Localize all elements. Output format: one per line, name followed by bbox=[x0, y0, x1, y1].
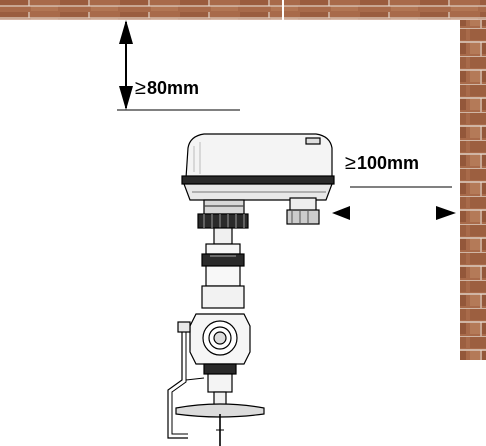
greater-equal-symbol: ≥ bbox=[345, 152, 356, 174]
top-clearance-arrow bbox=[117, 20, 240, 111]
valve-body bbox=[167, 227, 265, 446]
side-clearance-arrow bbox=[332, 186, 456, 220]
side-clearance-value: 100mm bbox=[356, 153, 420, 173]
ceiling-wall bbox=[0, 0, 486, 21]
greater-equal-symbol: ≥ bbox=[135, 77, 146, 99]
side-wall bbox=[460, 20, 486, 360]
side-clearance-label: ≥100mm bbox=[345, 152, 419, 175]
top-clearance-value: 80mm bbox=[146, 78, 200, 98]
valve-actuator bbox=[181, 133, 335, 229]
top-clearance-label: ≥80mm bbox=[135, 77, 199, 100]
